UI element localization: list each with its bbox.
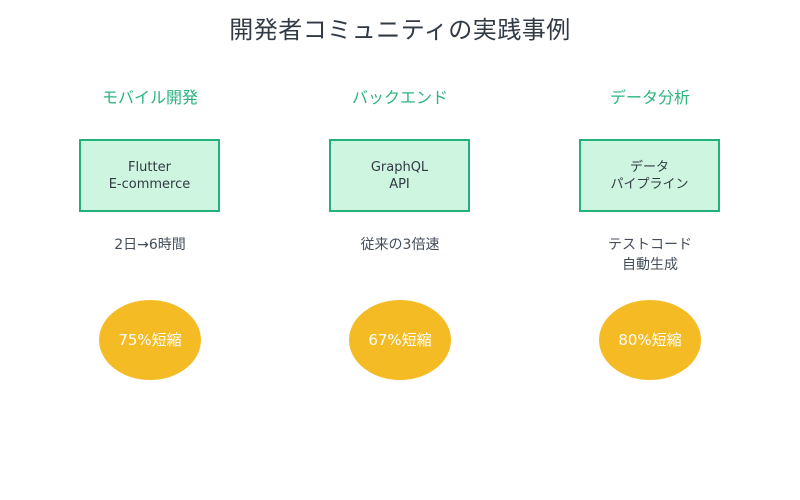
case-study-column-backend: バックエンド GraphQL API 従来の3倍速 67%短縮 [290,0,510,500]
result-ellipse-label: 75%短縮 [118,331,182,349]
category-heading: バックエンド [351,88,448,107]
project-box[interactable]: データ パイプライン [579,139,720,212]
result-ellipse-label: 80%短縮 [618,331,682,349]
metric-caption: 2日→6時間 [114,237,186,253]
project-box-label: GraphQL API [370,159,429,192]
category-heading: モバイル開発 [101,88,198,107]
project-box[interactable]: Flutter E-commerce [79,139,220,212]
project-box[interactable]: GraphQL API [329,139,470,212]
result-ellipse-label: 67%短縮 [368,331,432,349]
result-ellipse[interactable]: 80%短縮 [599,300,701,380]
case-study-column-mobile: モバイル開発 Flutter E-commerce 2日→6時間 75%短縮 [40,0,260,500]
project-box-label: Flutter E-commerce [108,159,191,192]
category-heading: データ分析 [609,88,690,107]
result-ellipse[interactable]: 67%短縮 [349,300,451,380]
page-title: 開発者コミュニティの実践事例 [229,16,571,44]
result-ellipse[interactable]: 75%短縮 [99,300,201,380]
case-study-column-data: データ分析 データ パイプライン テストコード 自動生成 80%短縮 [540,0,760,500]
metric-caption: テストコード 自動生成 [608,237,692,273]
project-box-label: データ パイプライン [610,159,689,192]
metric-caption: 従来の3倍速 [360,237,440,253]
